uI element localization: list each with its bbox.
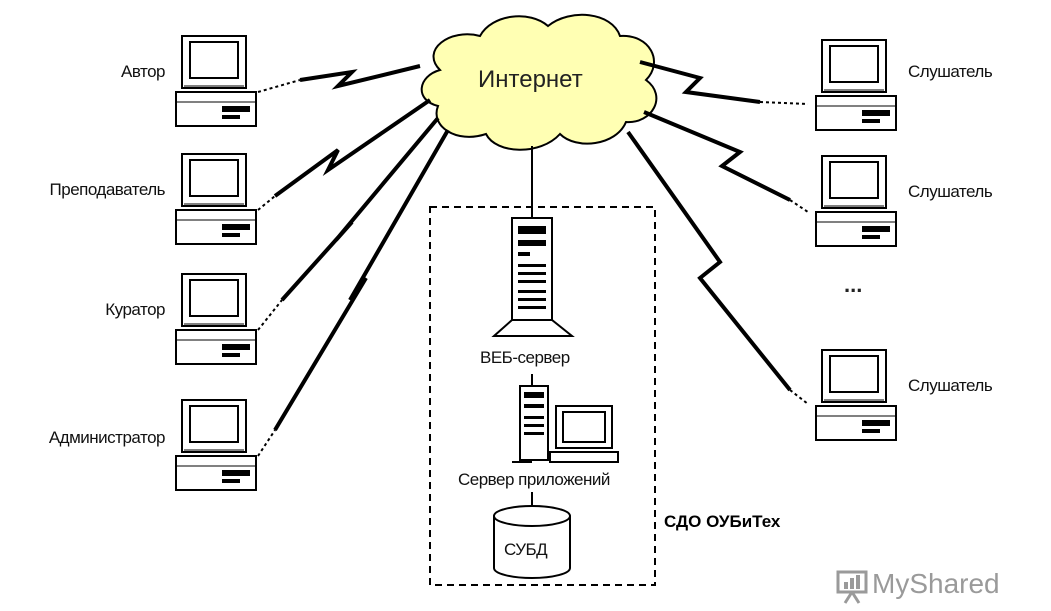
link-author (257, 79, 301, 93)
pc-listener-1 (815, 39, 897, 131)
link-listener-2 (789, 199, 809, 213)
internet-label: Интернет (478, 66, 583, 93)
system-boundary (429, 206, 656, 586)
zigzag-admin (273, 129, 450, 432)
zigzag-listener-2 (643, 110, 791, 202)
client-label-admin: Администратор (48, 428, 166, 447)
link-curator (257, 299, 283, 331)
more-listeners-ellipsis: ... (844, 272, 863, 297)
client-label-teacher: Преподаватель (49, 180, 166, 199)
app-server-label: Сервер приложений (458, 470, 610, 490)
pc-teacher (175, 153, 257, 245)
pc-listener-3 (815, 349, 897, 441)
link-listener-3 (789, 389, 809, 405)
client-label-listener-2: Слушатель (908, 182, 993, 201)
watermark-text: MyShared (872, 568, 1000, 599)
web-server-icon (491, 217, 575, 337)
client-label-listener-3: Слушатель (908, 376, 993, 395)
app-server-icon (512, 385, 619, 463)
pc-curator (175, 273, 257, 365)
presentation-icon (836, 570, 868, 604)
system-label: СДО ОУБиТех (664, 512, 781, 531)
database-label: СУБД (504, 540, 548, 559)
zigzag-author (299, 64, 421, 90)
link-listener-1 (759, 101, 809, 105)
zigzag-listener-1 (639, 60, 761, 104)
link-teacher (257, 195, 276, 211)
pc-listener-2 (815, 155, 897, 247)
pc-author (175, 35, 257, 127)
zigzag-listener-3 (626, 130, 792, 392)
zigzag-teacher (273, 98, 432, 198)
pc-admin (175, 399, 257, 491)
internet-cloud (420, 13, 658, 151)
client-label-author: Автор (120, 62, 166, 81)
zigzag-curator (280, 116, 440, 302)
client-label-curator: Куратор (105, 300, 165, 319)
web-server-label: ВЕБ-сервер (480, 348, 570, 367)
link-admin (257, 429, 276, 457)
client-label-listener-1: Слушатель (908, 62, 993, 81)
database-icon (493, 505, 571, 579)
